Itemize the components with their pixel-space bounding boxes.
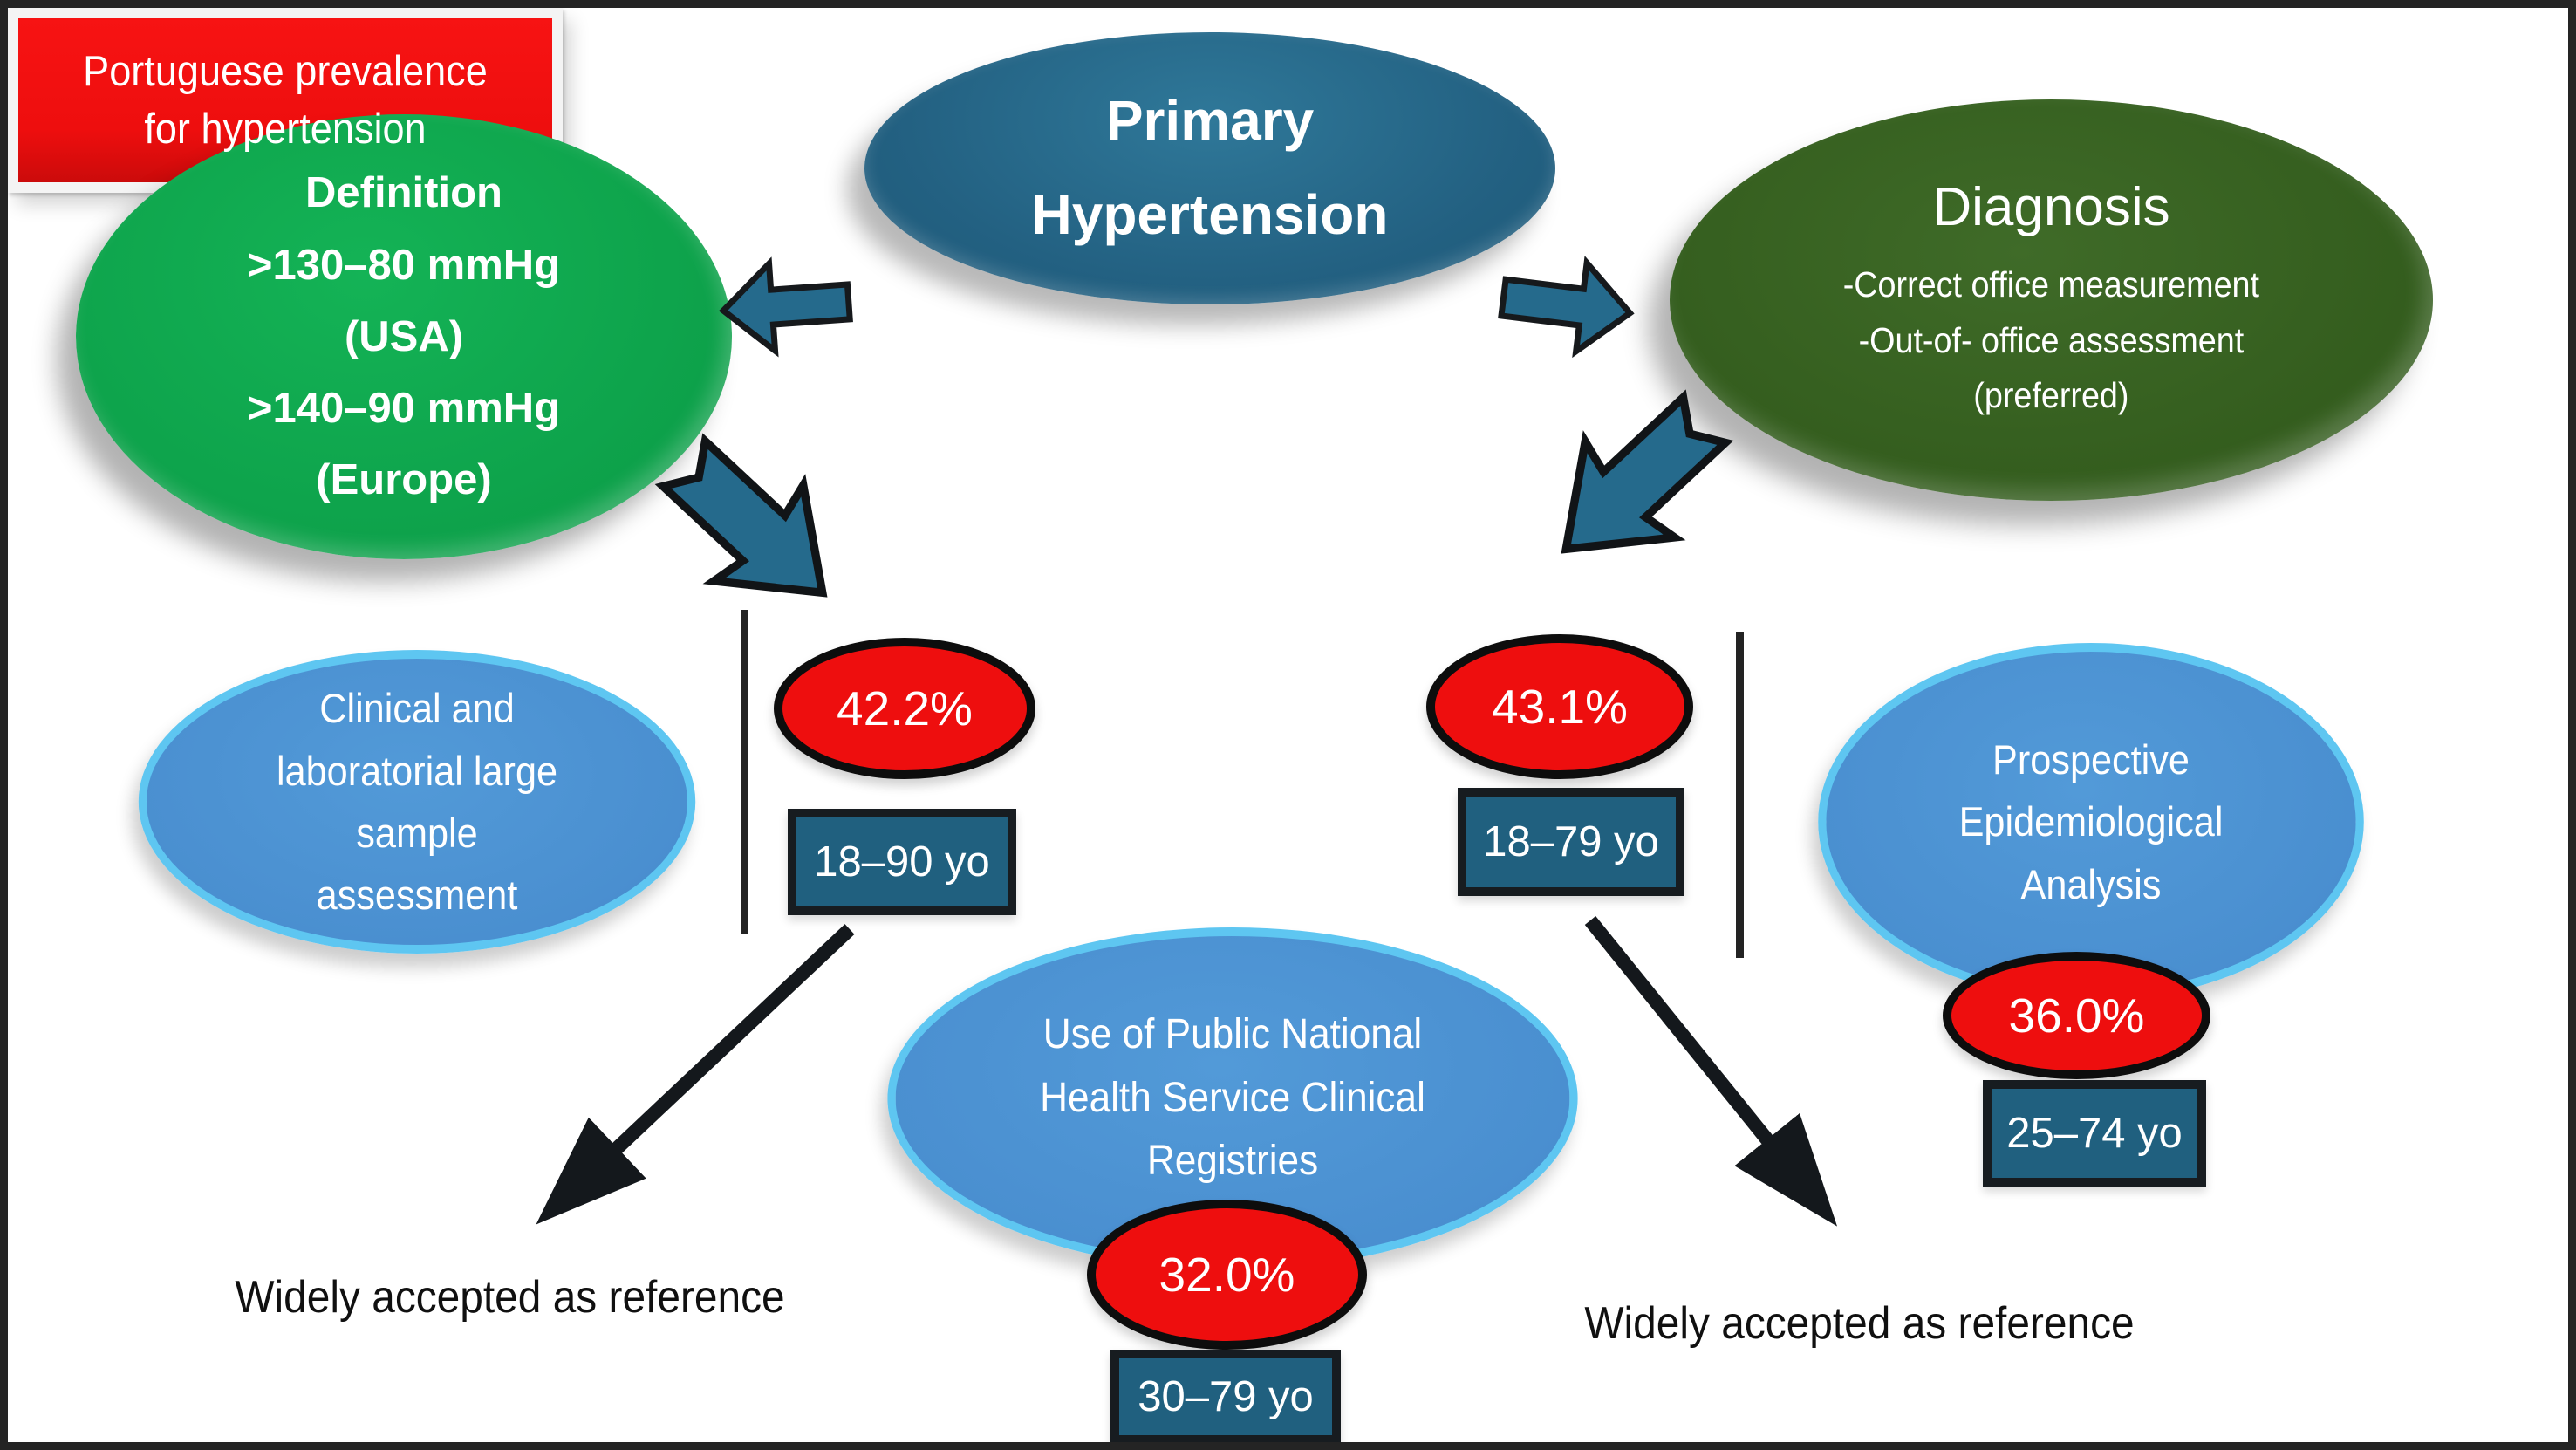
primary-line1: Primary	[1105, 89, 1315, 153]
definition-label: Definition >130–80 mmHg (USA) >140–90 mm…	[248, 157, 560, 516]
age-box-18-90: 18–90 yo	[788, 809, 1016, 915]
age-box-30-79: 30–79 yo	[1110, 1350, 1341, 1442]
divider-right	[1736, 632, 1744, 958]
definition-node: Definition >130–80 mmHg (USA) >140–90 mm…	[76, 114, 732, 559]
age-range: 18–90 yo	[814, 838, 990, 886]
definition-usa-label: (USA)	[344, 312, 464, 360]
definition-europe-value: >140–90 mmHg	[247, 385, 561, 433]
banner-line2: for hypertension	[144, 106, 427, 153]
primary-line2: Hypertension	[1031, 183, 1389, 246]
arrow-down-right-icon	[654, 433, 828, 598]
stat-value: 36.0%	[2008, 988, 2145, 1043]
age-box-18-79: 18–79 yo	[1458, 788, 1684, 896]
prospective-analysis-label: Prospective Epidemiological Analysis	[1959, 728, 2224, 915]
stat-ellipse-32-0: 32.0%	[1087, 1200, 1367, 1350]
diagnosis-line1: -Correct office measurement	[1842, 264, 2260, 305]
clinical-line1: Clinical and	[319, 685, 515, 732]
primary-hypertension-node: Primary Hypertension	[864, 32, 1555, 304]
clinical-assessment-node: Clinical and laboratorial large sample a…	[138, 650, 696, 954]
stat-ellipse-43-1: 43.1%	[1426, 634, 1693, 779]
diagnosis-details: -Correct office measurement -Out-of- off…	[1843, 257, 2259, 424]
clinical-line3: sample	[356, 810, 478, 856]
prospective-analysis-node: Prospective Epidemiological Analysis	[1818, 643, 2364, 1001]
prospective-line2: Epidemiological	[1958, 798, 2224, 845]
definition-title: Definition	[305, 169, 502, 217]
age-range: 25–74 yo	[2006, 1110, 2183, 1157]
stat-ellipse-42-2: 42.2%	[774, 638, 1035, 779]
primary-hypertension-label: Primary Hypertension	[1032, 74, 1389, 262]
arrow-left-icon	[718, 256, 853, 358]
banner-line1: Portuguese prevalence	[83, 47, 488, 95]
definition-europe-label: (Europe)	[316, 456, 492, 504]
registries-line1: Use of Public National	[1042, 1010, 1423, 1057]
clinical-line4: assessment	[316, 872, 518, 919]
diagonal-arrow-right-icon	[1584, 915, 1838, 1227]
age-range: 18–79 yo	[1483, 818, 1659, 865]
diagonal-arrow-left-icon	[536, 924, 855, 1225]
registries-line3: Registries	[1146, 1138, 1319, 1185]
clinical-assessment-label: Clinical and laboratorial large sample a…	[277, 677, 557, 927]
definition-usa-value: >130–80 mmHg	[247, 241, 561, 289]
age-box-25-74: 25–74 yo	[1983, 1080, 2206, 1187]
prevalence-banner-label: Portuguese prevalence for hypertension	[83, 43, 488, 158]
diagnosis-line2: -Out-of- office assessment	[1858, 319, 2245, 360]
registries-label: Use of Public National Health Service Cl…	[1040, 1003, 1425, 1194]
age-range: 30–79 yo	[1138, 1373, 1314, 1420]
stat-value: 32.0%	[1158, 1248, 1295, 1302]
note-widely-accepted-left: Widely accepted as reference	[235, 1272, 785, 1323]
stat-value: 42.2%	[837, 681, 973, 735]
arrow-down-left-icon	[1561, 389, 1734, 554]
prospective-line3: Analysis	[2020, 860, 2162, 907]
diagnosis-title: Diagnosis	[1932, 177, 2170, 238]
stat-ellipse-36-0: 36.0%	[1943, 952, 2210, 1079]
clinical-line2: laboratorial large	[276, 747, 558, 794]
diagnosis-node: Diagnosis -Correct office measurement -O…	[1670, 99, 2433, 501]
arrow-right-icon	[1498, 256, 1635, 359]
registries-line2: Health Service Clinical	[1040, 1074, 1425, 1121]
divider-left	[741, 610, 748, 934]
prevalence-banner: Portuguese prevalence for hypertension	[8, 8, 563, 193]
stat-value: 43.1%	[1492, 680, 1628, 734]
prospective-line1: Prospective	[1992, 735, 2190, 783]
note-widely-accepted-right: Widely accepted as reference	[1584, 1298, 2135, 1349]
diagnosis-line3: (preferred)	[1973, 375, 2129, 416]
